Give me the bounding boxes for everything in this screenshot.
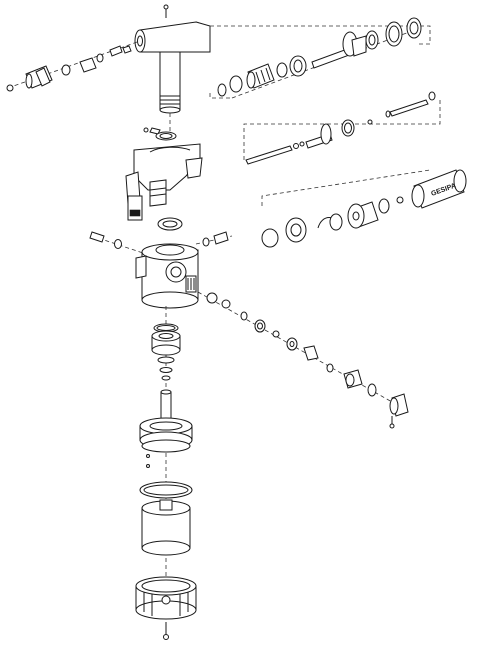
top-screw [163,4,169,18]
trigger-housing-assembly [125,113,203,231]
head-screw-left [89,231,122,249]
mandrel-collector-assembly: GESIPA [261,169,467,248]
hydraulic-head-cylinder [89,231,233,309]
handle-head-assembly [134,4,211,114]
nose-piece-set [6,40,141,92]
base-cap [135,576,197,640]
oil-piston-assembly [139,306,193,600]
air-cylinder [139,481,193,556]
air-valve-assembly [197,291,409,429]
head-bolt-right [202,231,229,247]
pull-tube-assembly [243,91,441,165]
piston-rod-assembly [209,17,431,99]
